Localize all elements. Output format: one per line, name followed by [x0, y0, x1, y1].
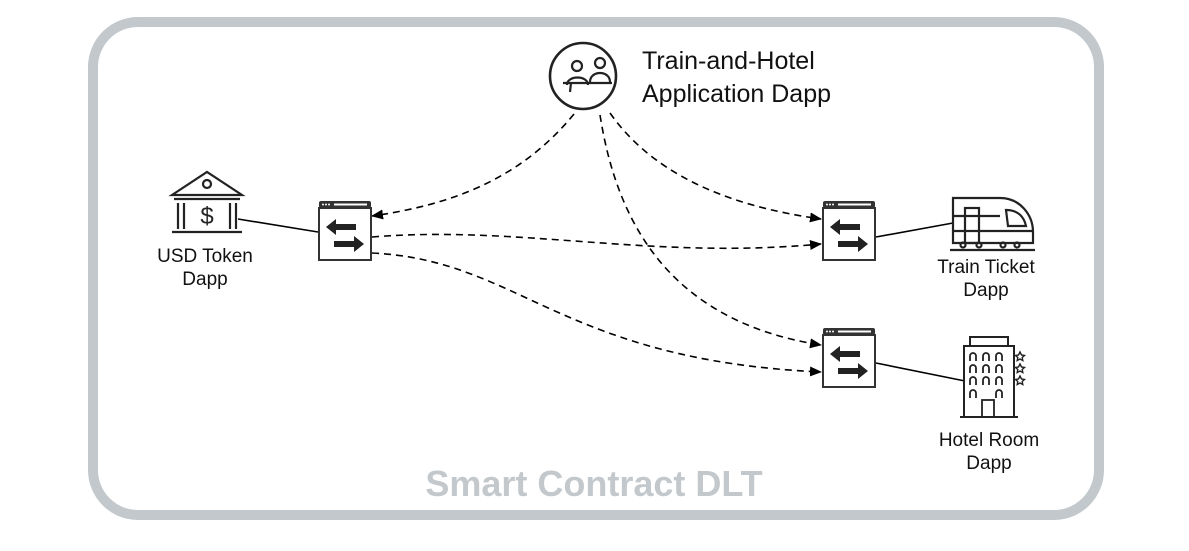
- smart-contract-dlt-container: [88, 17, 1104, 520]
- edge-usd-gateway-to-hotel-gateway: [371, 252, 822, 377]
- edge-app-to-usd-gateway: [371, 113, 575, 220]
- train-dapp-label-line1: Train Ticket: [937, 257, 1035, 278]
- edge-app-to-train-gateway: [609, 112, 822, 223]
- app-dapp-label-line1: Train-and-Hotel: [642, 47, 815, 75]
- hotel-building-icon: [960, 336, 1027, 418]
- train-gateway-icon: [822, 201, 876, 261]
- train-dapp-label-line2: Dapp: [963, 279, 1009, 301]
- people-at-table-icon: [548, 41, 618, 111]
- hotel-dapp-label-line1: Hotel Room: [938, 430, 1040, 451]
- usd-dapp-label: USD Token Dapp: [140, 246, 270, 292]
- train-dapp-label: Train Ticket Dapp: [921, 257, 1051, 303]
- bank-dollar-icon: $: [168, 170, 246, 234]
- hotel-gateway-icon: [822, 328, 876, 388]
- container-title: Smart Contract DLT: [425, 463, 763, 504]
- svg-text:$: $: [200, 203, 213, 230]
- usd-dapp-label-line2: Dapp: [182, 268, 228, 290]
- hotel-dapp-label-line2: Dapp: [966, 452, 1012, 474]
- edge-usd-gateway-to-train-gateway: [371, 233, 822, 251]
- edge-train-to-gateway: [875, 222, 954, 238]
- app-dapp-label-line2: Application Dapp: [642, 79, 832, 108]
- usd-gateway-icon: [318, 201, 372, 261]
- edge-hotel-to-gateway: [875, 362, 966, 382]
- edge-app-to-hotel-gateway: [599, 114, 822, 349]
- train-icon: [950, 196, 1035, 252]
- app-dapp-label: Train-and-Hotel Application Dapp: [642, 45, 831, 110]
- usd-dapp-label-line1: USD Token: [157, 246, 253, 267]
- hotel-dapp-label: Hotel Room Dapp: [924, 430, 1054, 476]
- edge-usd-to-gateway: [237, 218, 319, 233]
